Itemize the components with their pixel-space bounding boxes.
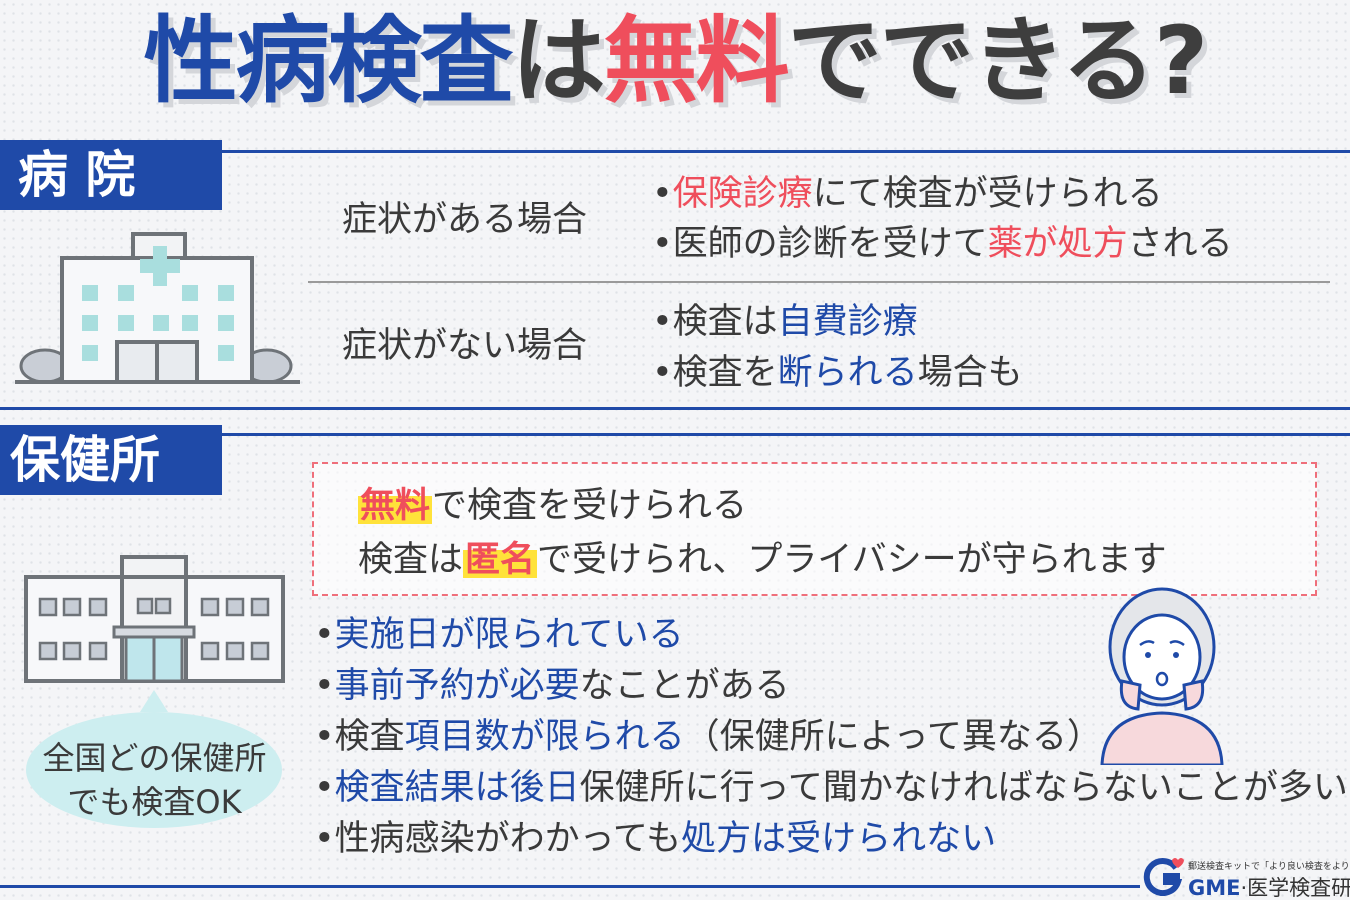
- bubble-line: でも検査OK: [67, 783, 242, 821]
- bubble-line: 全国どの保健所: [42, 739, 267, 777]
- symptom-no-label: 症状がない場合: [342, 326, 588, 366]
- benefit-free-line: 無料で検査を受けられる: [358, 486, 748, 526]
- health-center-note: •事前予約が必要なことがある: [314, 666, 790, 706]
- title-part-test: 性病検査: [143, 7, 514, 116]
- title-part-wa: は: [511, 7, 606, 116]
- hospital-top-rule: [0, 150, 1350, 153]
- health-center-bottom-rule: [0, 885, 1140, 888]
- hospital-yes-item: •医師の診断を受けて薬が処方される: [652, 224, 1233, 264]
- health-center-section-label: 保健所: [0, 425, 222, 495]
- hospital-no-item: •検査は自費診療: [652, 302, 918, 342]
- hospital-yes-item: •保険診療にて検査が受けられる: [652, 174, 1163, 214]
- page-title: 性病検査は無料でできる?: [0, 2, 1350, 122]
- hospital-row-divider: [308, 281, 1330, 283]
- speech-bubble: [26, 690, 282, 828]
- logo-name: GME·医学検査研究所: [1188, 876, 1350, 900]
- health-center-note: •検査結果は後日保健所に行って聞かなければならないことが多い: [314, 768, 1348, 808]
- worried-woman-illustration: [1100, 587, 1224, 765]
- hospital-bottom-rule: [0, 407, 1350, 410]
- health-center-building-icon: [24, 555, 285, 683]
- symptom-yes-label: 症状がある場合: [342, 200, 588, 240]
- hospital-no-item: •検査を断られる場合も: [652, 353, 1023, 393]
- gme-logo-icon: [1143, 858, 1184, 896]
- health-center-top-rule: [0, 433, 1350, 436]
- benefit-anonymous-line: 検査は匿名で受けられ、プライバシーが守られます: [358, 540, 1167, 580]
- logo-tagline: 郵送検査キットで「より良い検査をより早く」: [1188, 862, 1350, 872]
- title-part-free: 無料: [603, 7, 790, 116]
- hospital-building-icon: [15, 232, 300, 384]
- title-part-dekiru: でできる?: [787, 7, 1209, 116]
- health-center-note: •検査項目数が限られる（保健所によって異なる）: [314, 717, 1102, 757]
- hospital-section-label: 病 院: [0, 140, 222, 210]
- health-center-note: •実施日が限られている: [314, 615, 684, 655]
- health-center-note: •性病感染がわかっても処方は受けられない: [314, 819, 997, 859]
